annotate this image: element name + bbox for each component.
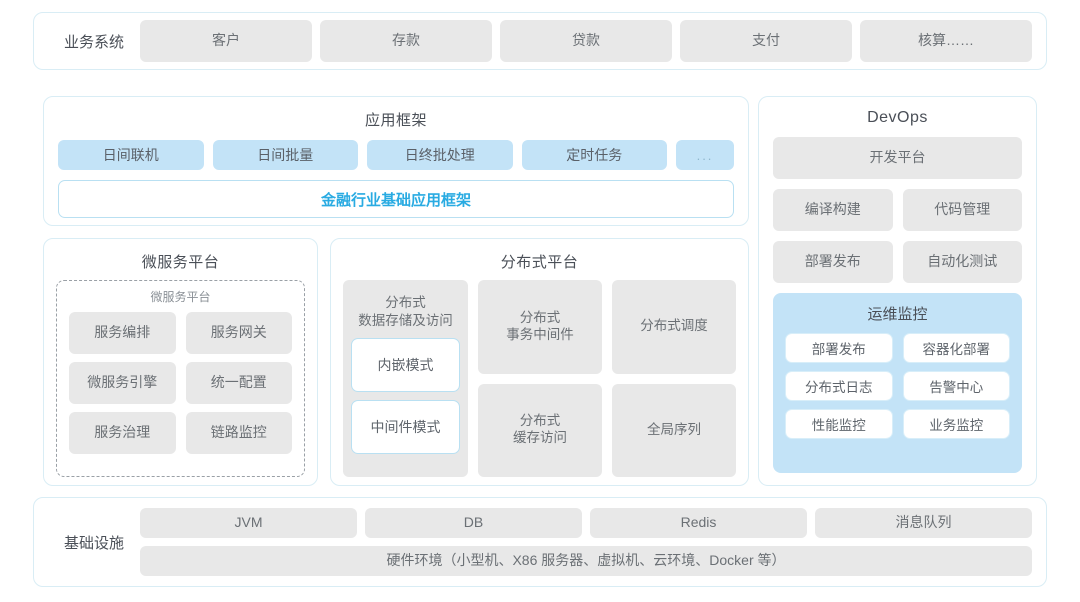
microservice-dashed-group: 微服务平台 服务编排 服务网关 微服务引擎 统一配置 服务治理 链路监控: [56, 280, 305, 477]
devops-item-compile-build[interactable]: 编译构建: [773, 189, 893, 231]
microservice-sub-label: 微服务平台: [150, 290, 211, 304]
distributed-mode-embedded[interactable]: 内嵌模式: [351, 338, 460, 393]
distributed-platform-panel: 分布式平台 分布式 数据存储及访问 内嵌模式 中间件模式 分布式 事务中间件: [330, 238, 749, 486]
application-framework-panel: 应用框架 日间联机 日间批量 日终批处理 定时任务 ... 金融行业基础应用框架: [43, 96, 749, 226]
appframe-chip-daytime-online[interactable]: 日间联机: [58, 140, 204, 170]
infrastructure-row: 基础设施 JVM DB Redis 消息队列 硬件环境（小型机、X86 服务器、…: [33, 497, 1047, 587]
microservice-platform-panel: 微服务平台 微服务平台 服务编排 服务网关 微服务引擎 统一配置 服务治理 链路…: [43, 238, 318, 486]
appframe-chip-eod-batch[interactable]: 日终批处理: [367, 140, 513, 170]
ops-item-distributed-log[interactable]: 分布式日志: [785, 371, 893, 401]
application-framework-chips: 日间联机 日间批量 日终批处理 定时任务 ...: [58, 140, 734, 170]
distributed-global-sequence[interactable]: 全局序列: [612, 383, 736, 477]
microservice-item-unified-config[interactable]: 统一配置: [185, 362, 292, 404]
distributed-cache-access[interactable]: 分布式 缓存访问: [478, 383, 602, 477]
dtm-line1: 分布式: [519, 309, 561, 325]
infrastructure-chip-message-queue[interactable]: 消息队列: [815, 508, 1032, 538]
distributed-data-storage-title: 分布式 数据存储及访问: [351, 294, 460, 329]
dca-line1: 分布式: [519, 413, 561, 429]
business-chip-payment[interactable]: 支付: [680, 20, 852, 62]
microservice-item-engine[interactable]: 微服务引擎: [69, 362, 176, 404]
infrastructure-label: 基础设施: [63, 534, 124, 552]
appframe-chip-more[interactable]: ...: [676, 140, 734, 170]
devops-dev-platform[interactable]: 开发平台: [773, 137, 1022, 179]
microservice-items-grid: 服务编排 服务网关 微服务引擎 统一配置 服务治理 链路监控: [69, 312, 292, 454]
devops-item-deploy-release[interactable]: 部署发布: [773, 241, 893, 283]
business-chip-loan[interactable]: 贷款: [500, 20, 672, 62]
ops-monitoring-title: 运维监控: [867, 306, 928, 323]
microservice-platform-title: 微服务平台: [141, 254, 220, 271]
ops-item-deploy-release[interactable]: 部署发布: [785, 333, 893, 363]
business-system-label: 业务系统: [63, 33, 124, 51]
appframe-chip-scheduled-task[interactable]: 定时任务: [521, 140, 667, 170]
financial-base-framework-bar[interactable]: 金融行业基础应用框架: [58, 180, 734, 218]
distributed-transaction-middleware[interactable]: 分布式 事务中间件: [478, 280, 602, 374]
infrastructure-hardware-bar[interactable]: 硬件环境（小型机、X86 服务器、虚拟机、云环境、Docker 等）: [140, 546, 1032, 576]
business-system-row: 业务系统 客户 存款 贷款 支付 核算……: [33, 12, 1047, 70]
dca-line2: 缓存访问: [513, 430, 567, 446]
infrastructure-chip-db[interactable]: DB: [365, 508, 582, 538]
devops-panel: DevOps 开发平台 编译构建 代码管理 部署发布 自动化测试 运维监控 部署…: [758, 96, 1037, 486]
microservice-item-orchestration[interactable]: 服务编排: [69, 312, 176, 354]
ops-monitoring-panel: 运维监控 部署发布 容器化部署 分布式日志 告警中心 性能监控 业务监控: [773, 293, 1022, 473]
distributed-platform-title: 分布式平台: [500, 254, 579, 271]
distributed-cache-access-text: 分布式 缓存访问: [513, 413, 567, 447]
distributed-transaction-middleware-text: 分布式 事务中间件: [506, 310, 574, 344]
distributed-data-storage-group: 分布式 数据存储及访问 内嵌模式 中间件模式: [343, 280, 468, 477]
devops-item-code-management[interactable]: 代码管理: [902, 189, 1022, 231]
devops-item-automated-test[interactable]: 自动化测试: [902, 241, 1022, 283]
devops-title: DevOps: [867, 109, 928, 126]
microservice-item-governance[interactable]: 服务治理: [69, 412, 176, 454]
distributed-platform-body: 分布式 数据存储及访问 内嵌模式 中间件模式 分布式 事务中间件 分布式 缓存访…: [343, 280, 736, 477]
infrastructure-chip-redis[interactable]: Redis: [590, 508, 807, 538]
infrastructure-chip-jvm[interactable]: JVM: [140, 508, 357, 538]
microservice-item-gateway[interactable]: 服务网关: [185, 312, 292, 354]
microservice-item-trace-monitoring[interactable]: 链路监控: [185, 412, 292, 454]
appframe-chip-daytime-batch[interactable]: 日间批量: [212, 140, 358, 170]
devops-items-grid: 编译构建 代码管理 部署发布 自动化测试: [773, 189, 1022, 283]
business-chip-deposit[interactable]: 存款: [320, 20, 492, 62]
infrastructure-chips: JVM DB Redis 消息队列: [140, 508, 1032, 538]
ops-item-containerized-deploy[interactable]: 容器化部署: [902, 333, 1010, 363]
business-system-chips: 客户 存款 贷款 支付 核算……: [140, 20, 1032, 62]
distributed-column-right: 分布式调度 全局序列: [612, 280, 736, 477]
distributed-data-storage-title-line2: 数据存储及访问: [358, 312, 453, 328]
business-chip-customer[interactable]: 客户: [140, 20, 312, 62]
business-chip-accounting[interactable]: 核算……: [860, 20, 1032, 62]
application-framework-title: 应用框架: [364, 112, 427, 129]
distributed-column-middle: 分布式 事务中间件 分布式 缓存访问: [478, 280, 602, 477]
dtm-line2: 事务中间件: [506, 326, 574, 342]
infrastructure-content: JVM DB Redis 消息队列 硬件环境（小型机、X86 服务器、虚拟机、云…: [140, 508, 1032, 576]
distributed-mode-middleware[interactable]: 中间件模式: [351, 400, 460, 455]
distributed-data-storage-title-line1: 分布式: [385, 295, 426, 310]
distributed-scheduling[interactable]: 分布式调度: [612, 280, 736, 374]
ops-item-performance-monitoring[interactable]: 性能监控: [785, 409, 893, 439]
ops-item-alert-center[interactable]: 告警中心: [902, 371, 1010, 401]
ops-item-business-monitoring[interactable]: 业务监控: [902, 409, 1010, 439]
ops-monitoring-grid: 部署发布 容器化部署 分布式日志 告警中心 性能监控 业务监控: [785, 333, 1010, 439]
